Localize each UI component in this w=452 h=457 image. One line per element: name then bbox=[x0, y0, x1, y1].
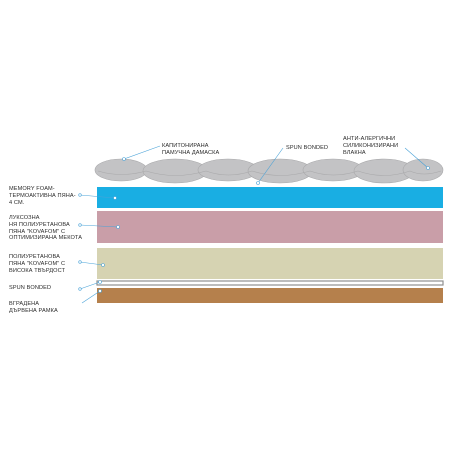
label-line: ВЛАКНА bbox=[343, 149, 366, 156]
label-line: ВГРАДЕНА bbox=[9, 301, 40, 307]
label-line: ПЯНА "KOVAFOM" С bbox=[9, 260, 66, 267]
label-line: ПАМУЧНА ДАМАСКА bbox=[162, 149, 220, 156]
label-line: ПЯНА "KOVAFOM" С bbox=[9, 228, 66, 235]
label-line: SPUN BONDED bbox=[9, 285, 52, 291]
spun-bonded-strip bbox=[96, 280, 444, 286]
kovafom-firm-layer bbox=[97, 248, 443, 279]
wood-frame-layer bbox=[97, 288, 443, 303]
label-line: КАПИТОНИРАНА bbox=[162, 143, 209, 149]
label-line: СИЛИКОНИЗИРАНИ bbox=[343, 142, 399, 149]
memory-foam-layer bbox=[97, 187, 443, 208]
quilted-damask-layer bbox=[94, 158, 444, 184]
label-line: MEMORY FOAM- bbox=[9, 186, 55, 192]
label-line: НЯ ПОЛИУРЕТАНОВА bbox=[9, 221, 70, 228]
label-line: ВИСОКА ТВЪРДОСТ bbox=[9, 267, 66, 274]
leader-markers bbox=[78, 157, 430, 293]
label-line: ДЪРВЕНА РАМКА bbox=[9, 307, 58, 314]
label-wood-frame: ВГРАДЕНА ДЪРВЕНА РАМКА bbox=[9, 301, 58, 315]
label-line: ПОЛИУРЕТАНОВА bbox=[9, 254, 60, 260]
label-spun-bonded-top: SPUN BONDED bbox=[286, 145, 328, 152]
label-line: SPUN BONDED bbox=[286, 145, 329, 151]
label-line: 4 СМ. bbox=[9, 199, 25, 206]
label-cotton-damask: КАПИТОНИРАНА ПАМУЧНА ДАМАСКА bbox=[162, 143, 219, 157]
label-silicone-fibers: АНТИ-АЛЕРГИЧНИ СИЛИКОНИЗИРАНИ ВЛАКНА bbox=[343, 136, 398, 156]
label-line: ОПТИМИЗИРАНА МЕКОТА bbox=[9, 235, 83, 242]
label-kovafom-firm: ПОЛИУРЕТАНОВА ПЯНА "KOVAFOM" С ВИСОКА ТВ… bbox=[9, 254, 65, 274]
label-spun-bonded-bottom: SPUN BONDED bbox=[9, 285, 51, 292]
label-kovafom-soft: ЛУКСОЗНА НЯ ПОЛИУРЕТАНОВА ПЯНА "KOVAFOM"… bbox=[9, 215, 82, 242]
label-line: АНТИ-АЛЕРГИЧНИ bbox=[343, 136, 396, 142]
leader-lines bbox=[79, 145, 429, 304]
label-line: ЛУКСОЗНА bbox=[9, 215, 40, 221]
label-memory-foam: MEMORY FOAM- ТЕРМОАКТИВНА ПЯНА- 4 СМ. bbox=[9, 186, 76, 206]
kovafom-soft-layer bbox=[97, 211, 443, 243]
label-line: ТЕРМОАКТИВНА ПЯНА- bbox=[9, 192, 76, 199]
